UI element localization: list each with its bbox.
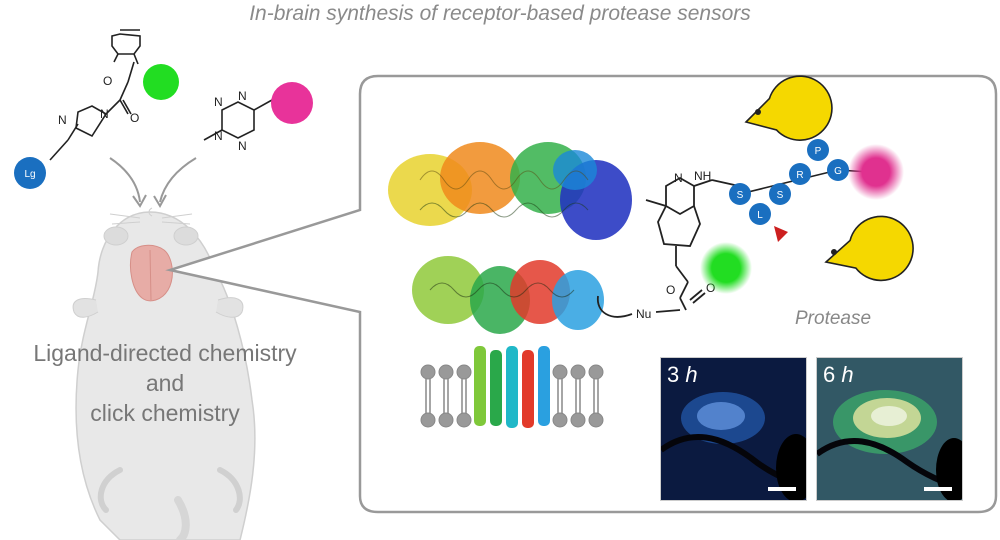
micrograph-3h: 3 h bbox=[660, 357, 807, 501]
cleavage-site-marker bbox=[774, 226, 788, 242]
reaction-arrows bbox=[109, 157, 197, 209]
caption-line-1: Ligand-directed chemistry bbox=[33, 340, 297, 366]
lipid-bilayer-left bbox=[420, 364, 472, 428]
peptide-bead bbox=[807, 139, 829, 161]
tetrazine-nitrogen-1: N bbox=[214, 95, 223, 109]
tetrazine-reagent bbox=[203, 99, 273, 141]
mouse-illustration bbox=[72, 207, 256, 540]
peptide-bead-label: P bbox=[815, 146, 822, 157]
peptide-bead-label: S bbox=[737, 190, 744, 201]
imidazole-nitrogen-atom: N bbox=[100, 107, 109, 121]
pyridazine-nh: NH bbox=[694, 169, 711, 183]
pyridazine-nitrogen: N bbox=[674, 171, 683, 185]
magenta-dye-glow bbox=[848, 144, 904, 200]
peptide-bead bbox=[769, 183, 791, 205]
peptide-bead-label: L bbox=[757, 210, 763, 221]
peptide-bead-label: G bbox=[834, 166, 842, 177]
receptor-protein-structure bbox=[388, 142, 632, 428]
imidazole-carbamate-reagent bbox=[49, 29, 141, 161]
green-fluorophore-glow bbox=[700, 242, 752, 294]
figure-title: In-brain synthesis of receptor-based pro… bbox=[249, 2, 751, 25]
peptide-bead bbox=[789, 163, 811, 185]
magenta-dye-circle bbox=[271, 82, 313, 124]
tetrazine-nitrogen-2: N bbox=[238, 89, 247, 103]
peptide-bead-label: S bbox=[777, 190, 784, 201]
scale-bar bbox=[768, 487, 796, 491]
sensor-chemical-structure bbox=[597, 176, 749, 318]
tetrazine-nitrogen-3: N bbox=[214, 129, 223, 143]
leaving-group-bead bbox=[14, 157, 46, 189]
caption-line-2: and bbox=[145, 370, 185, 396]
micrograph-6h: 6 h bbox=[816, 357, 963, 501]
peptide-bead bbox=[827, 159, 849, 181]
peptide-bead-chain: S L S R P G bbox=[729, 139, 871, 225]
nucleophile-label: Nu bbox=[636, 307, 651, 321]
peptide-bead bbox=[729, 183, 751, 205]
protease-pacman-bottom bbox=[824, 215, 914, 282]
micrograph-6h-label: 6 h bbox=[823, 362, 854, 387]
carbonyl-oxygen-atom: O bbox=[130, 111, 139, 125]
leaving-group-label: Lg bbox=[24, 169, 35, 180]
caption-line-3: click chemistry bbox=[90, 400, 240, 426]
micrograph-3h-label: 3 h bbox=[667, 362, 698, 387]
peptide-bead-label: R bbox=[796, 170, 803, 181]
carbamate-oxygen-atom: O bbox=[103, 74, 112, 88]
scale-bar bbox=[924, 487, 952, 491]
protease-label: Protease bbox=[795, 308, 872, 329]
lipid-bilayer-right bbox=[552, 364, 604, 428]
imidazole-nitrogen-atom-2: N bbox=[58, 113, 67, 127]
peptide-bead bbox=[749, 203, 771, 225]
green-fluorophore-circle bbox=[143, 64, 179, 100]
tetrazine-nitrogen-4: N bbox=[238, 139, 247, 153]
linker-oxygen-atom: O bbox=[666, 283, 675, 297]
protease-pacman-top bbox=[744, 75, 833, 141]
